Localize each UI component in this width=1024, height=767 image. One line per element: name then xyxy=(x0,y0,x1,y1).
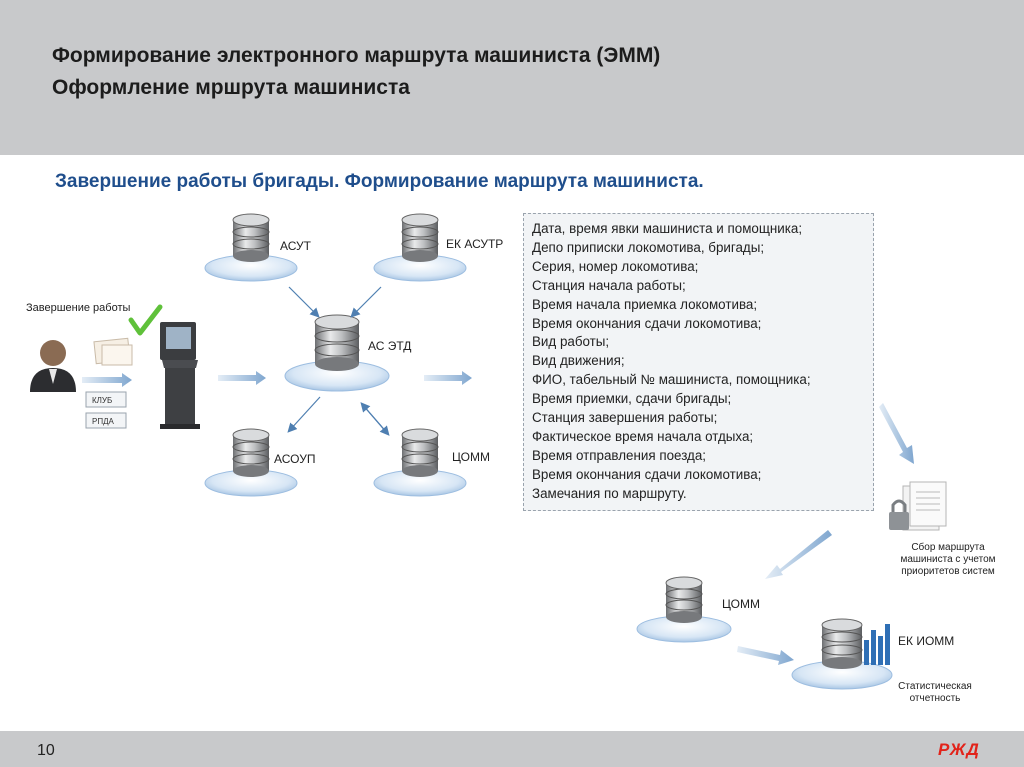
card-klub-label: КЛУБ xyxy=(92,396,112,405)
page-title-line2: Оформление мршрута машиниста xyxy=(52,76,410,99)
footer-band xyxy=(0,731,1024,767)
arrow-terminal-etd xyxy=(218,371,266,385)
info-list-item: Дата, время явки машиниста и помощника; xyxy=(532,221,803,236)
checkmark-icon xyxy=(128,304,163,336)
info-list-item: Вид работы; xyxy=(532,334,610,350)
label-asoup: АСОУП xyxy=(274,452,315,466)
info-list-item: Время окончания сдачи локомотива; xyxy=(532,466,762,482)
rzd-logo: РЖД xyxy=(938,740,980,759)
info-list-item: Время отправления поезда; xyxy=(532,447,707,463)
label-ek-asutr: ЕК АСУТР xyxy=(446,237,503,251)
card-klub xyxy=(85,391,127,408)
page-number: 10 xyxy=(37,742,55,759)
caption-statistics: Статистическая отчетность xyxy=(880,681,990,705)
document-cards-icon xyxy=(93,337,133,366)
slide-subtitle: Завершение работы бригады. Формирование … xyxy=(55,171,704,192)
info-list-item: Фактическое время начала отдыха; xyxy=(532,428,754,444)
document-lock-icon xyxy=(889,481,947,531)
db-node-ek-asutr xyxy=(373,213,467,282)
arrow-asut-etd xyxy=(288,286,320,318)
arrow-collect-tsomm xyxy=(765,530,832,579)
info-list-item: Депо приписки локомотива, бригады; xyxy=(532,239,765,255)
label-asut: АСУТ xyxy=(280,239,312,253)
arrow-etd-info xyxy=(424,371,472,385)
db-node-tsomm-2 xyxy=(636,576,732,643)
label-ek-iomm: ЕК ИОММ xyxy=(898,634,954,648)
user-avatar-icon xyxy=(30,340,76,392)
label-as-etd: АС ЭТД xyxy=(368,339,411,353)
arrow-asutr-etd xyxy=(350,286,382,318)
page-title-line1: Формирование электронного маршрута машин… xyxy=(52,44,661,67)
info-list-item: Время приемки, сдачи бригады; xyxy=(532,391,732,407)
card-rpda xyxy=(85,412,127,429)
bar-chart-icon xyxy=(864,624,890,665)
terminal-kiosk-icon xyxy=(160,322,200,429)
db-node-asut xyxy=(204,213,298,282)
info-list-item: Время окончания сдачи локомотива; xyxy=(532,315,762,331)
info-list-item: Вид движения; xyxy=(532,353,625,369)
db-node-ek-iomm xyxy=(791,618,893,690)
info-list-item: Серия, номер локомотива; xyxy=(532,258,699,274)
caption-route-collection-line: машиниста с учетом xyxy=(900,554,996,565)
db-node-tsomm-1 xyxy=(373,428,467,497)
caption-route-collection-line: приоритетов систем xyxy=(901,566,995,577)
info-list-box: Дата, время явки машиниста и помощника; Д… xyxy=(523,213,874,511)
db-node-as-etd xyxy=(284,314,390,392)
caption-route-collection-line: Сбор маршрута xyxy=(911,542,985,553)
card-rpda-label: РПДА xyxy=(92,417,115,426)
info-list-item: Время начала приемка локомотива; xyxy=(532,296,758,312)
arrow-person-terminal xyxy=(82,373,132,387)
arrow-tsomm-iomm xyxy=(737,646,794,665)
arrow-tsomm-etd xyxy=(360,402,389,435)
caption-statistics-line: отчетность xyxy=(909,693,961,704)
db-node-asoup xyxy=(204,428,298,497)
arrow-etd-asoup xyxy=(287,396,321,433)
label-tsomm-2: ЦОММ xyxy=(722,597,760,611)
caption-statistics-line: Статистическая xyxy=(898,681,972,692)
info-list-item: Станция завершения работы; xyxy=(532,410,718,426)
info-list-item: Замечания по маршруту. xyxy=(532,485,687,501)
info-list: Дата, время явки машиниста и помощника; Д… xyxy=(524,214,873,504)
header-band: Формирование электронного маршрута машин… xyxy=(0,0,1024,155)
arrow-info-collect xyxy=(879,403,914,464)
label-tsomm-1: ЦОММ xyxy=(452,450,490,464)
info-list-item: ФИО, табельный № машиниста, помощника; xyxy=(532,372,811,388)
info-list-item: Станция начала работы; xyxy=(532,277,686,293)
caption-route-collection: Сбор маршрута машиниста с учетом приорит… xyxy=(878,542,1018,578)
caption-end-of-work: Завершение работы xyxy=(26,302,131,314)
